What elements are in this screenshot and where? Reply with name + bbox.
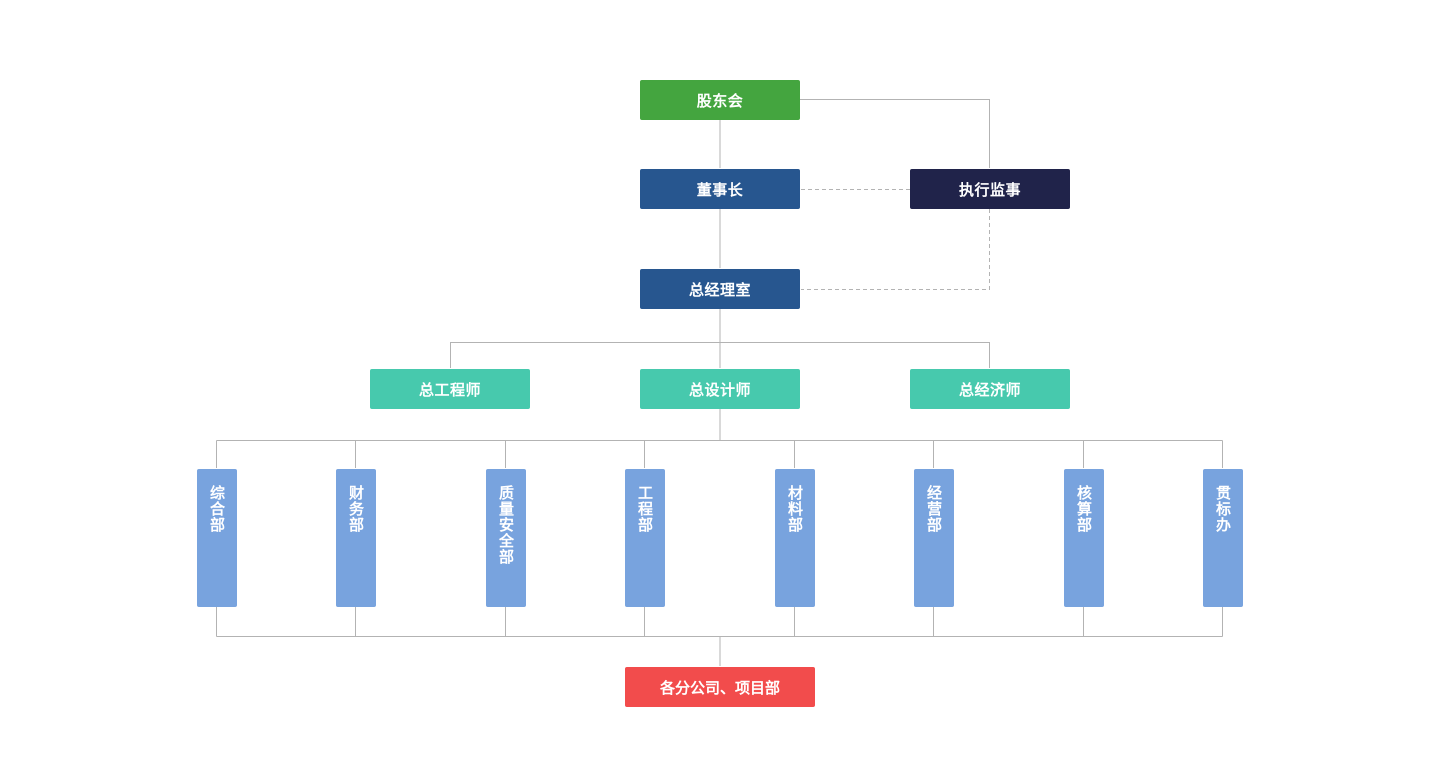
node-dept-operations[interactable]: 经营部	[914, 469, 954, 607]
node-dept-general-label: 综合部	[208, 485, 226, 533]
department-down-lines	[216, 607, 1223, 637]
node-dept-engineering-label: 工程部	[636, 485, 654, 533]
node-chief-economist[interactable]: 总经济师	[910, 369, 1070, 409]
node-chairman[interactable]: 董事长	[640, 169, 800, 209]
node-dept-quality-safety-label: 质量安全部	[497, 485, 515, 565]
connector-shareholders-supervisor	[800, 99, 990, 168]
node-chief-economist-label: 总经济师	[958, 380, 1021, 399]
node-dept-standards-label: 贯标办	[1214, 485, 1232, 533]
node-chief-designer-label: 总设计师	[688, 380, 751, 399]
node-dept-standards[interactable]: 贯标办	[1203, 469, 1243, 607]
node-gm-office-label: 总经理室	[688, 280, 751, 299]
node-dept-accounting-label: 核算部	[1075, 485, 1093, 533]
node-supervisor[interactable]: 执行监事	[910, 169, 1070, 209]
node-chief-designer[interactable]: 总设计师	[640, 369, 800, 409]
node-dept-materials[interactable]: 材料部	[775, 469, 815, 607]
node-dept-operations-label: 经营部	[925, 485, 943, 533]
node-dept-accounting[interactable]: 核算部	[1064, 469, 1104, 607]
node-supervisor-label: 执行监事	[958, 180, 1021, 199]
node-chief-engineer[interactable]: 总工程师	[370, 369, 530, 409]
node-dept-engineering[interactable]: 工程部	[625, 469, 665, 607]
node-dept-finance-label: 财务部	[347, 485, 365, 533]
node-shareholders[interactable]: 股东会	[640, 80, 800, 120]
node-dept-finance[interactable]: 财务部	[336, 469, 376, 607]
node-branches-label: 各分公司、项目部	[659, 678, 780, 697]
node-dept-quality-safety[interactable]: 质量安全部	[486, 469, 526, 607]
node-branches[interactable]: 各分公司、项目部	[625, 667, 815, 707]
department-arrows	[216, 440, 1223, 468]
connector-supervisor-gm	[801, 209, 990, 290]
node-chief-engineer-label: 总工程师	[418, 380, 481, 399]
node-dept-materials-label: 材料部	[786, 485, 804, 533]
node-dept-general[interactable]: 综合部	[197, 469, 237, 607]
node-chairman-label: 董事长	[696, 180, 744, 199]
node-gm-office[interactable]: 总经理室	[640, 269, 800, 309]
node-shareholders-label: 股东会	[696, 91, 744, 110]
